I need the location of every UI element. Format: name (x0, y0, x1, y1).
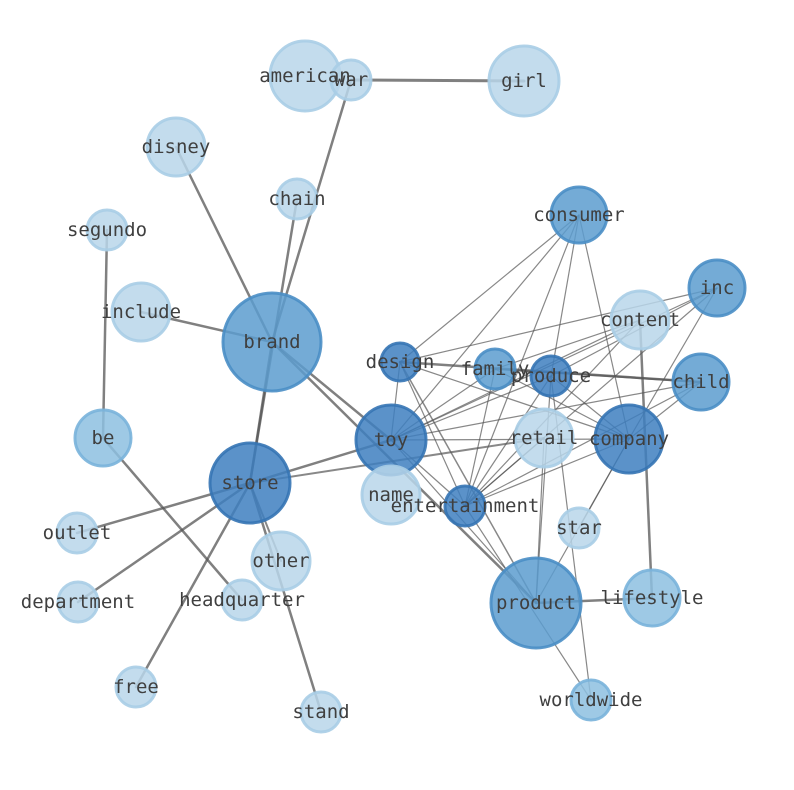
edge-family-entertainment (464, 368, 496, 507)
node-label-segundo: segundo (67, 219, 147, 241)
node-design (379, 341, 421, 383)
node-label-toy: toy (374, 429, 408, 451)
edge-consumer-toy (390, 214, 580, 441)
edge-inc-design (399, 287, 718, 363)
node-label-company: company (589, 428, 669, 450)
node-label-stand: stand (292, 701, 349, 723)
node-label-content: content (600, 309, 680, 331)
node-label-inc: inc (700, 277, 734, 299)
node-label-retail: retail (510, 427, 579, 449)
node-segundo (85, 208, 129, 252)
node-label-chain: chain (268, 188, 325, 210)
node-label-outlet: outlet (43, 522, 112, 544)
edge-design-company (399, 361, 630, 440)
node-lifestyle (622, 568, 682, 628)
node-worldwide (569, 678, 613, 722)
node-label-consumer: consumer (533, 204, 625, 226)
node-layer (55, 39, 747, 734)
node-label-brand: brand (243, 331, 300, 353)
node-retail (513, 407, 575, 469)
edge-toy-company (390, 438, 630, 441)
node-brand (221, 291, 323, 393)
node-label-include: include (101, 301, 181, 323)
edge-family-child (494, 368, 702, 383)
node-label-american: american (259, 65, 351, 87)
node-headquarter (220, 578, 264, 622)
node-label-store: store (221, 472, 278, 494)
node-label-entertainment: entertainment (391, 495, 540, 517)
node-company (593, 403, 665, 475)
node-label-star: star (556, 517, 602, 539)
node-free (114, 665, 158, 709)
node-war (329, 58, 373, 102)
node-label-child: child (672, 371, 729, 393)
edge-consumer-design (399, 214, 580, 363)
edge-child-entertainment (464, 381, 702, 507)
node-label-lifestyle: lifestyle (601, 587, 704, 609)
node-outlet (55, 511, 99, 555)
edge-consumer-company (578, 214, 630, 440)
node-stand (299, 690, 343, 734)
node-label-department: department (21, 591, 135, 613)
node-label-headquarter: headquarter (179, 589, 305, 611)
node-label-free: free (113, 676, 159, 698)
node-be (73, 408, 133, 468)
node-girl (487, 44, 561, 118)
node-store (208, 441, 292, 525)
node-consumer (549, 185, 609, 245)
node-disney (145, 116, 207, 178)
node-label-be: be (92, 427, 115, 449)
node-label-girl: girl (501, 70, 547, 92)
node-produce (529, 354, 573, 398)
edge-be-headquarter (101, 436, 244, 602)
node-label-product: product (496, 592, 576, 614)
node-content (609, 289, 671, 351)
edge-design-entertainment (399, 361, 466, 507)
node-department (56, 580, 100, 624)
node-label-disney: disney (142, 136, 211, 158)
node-product (489, 556, 583, 650)
node-include (110, 281, 172, 343)
node-label-produce: produce (511, 365, 591, 387)
node-name (360, 464, 422, 526)
node-entertainment (443, 484, 487, 528)
node-family (473, 347, 517, 391)
node-child (671, 352, 731, 412)
edge-produce-entertainment (464, 375, 552, 507)
node-label-design: design (366, 351, 435, 373)
node-inc (687, 258, 747, 318)
node-label-name: name (368, 484, 414, 506)
node-label-war: war (334, 69, 368, 91)
edge-segundo-be (101, 228, 109, 440)
node-star (557, 506, 601, 550)
node-label-worldwide: worldwide (540, 689, 643, 711)
node-label-family: family (461, 358, 530, 380)
node-label-other: other (252, 550, 309, 572)
node-other (250, 530, 312, 592)
node-chain (275, 177, 319, 221)
